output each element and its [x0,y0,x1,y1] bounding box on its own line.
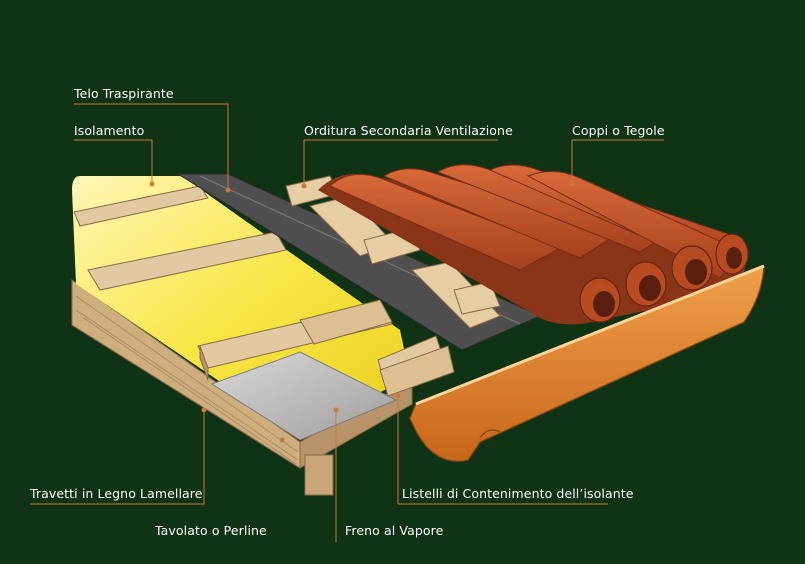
label-freno-vapore: Freno al Vapore [345,523,444,538]
label-travetti: Travetti in Legno Lamellare [30,486,203,501]
containment-battens [299,299,455,397]
label-isolamento: Isolamento [74,123,145,138]
leader-lines [30,103,664,542]
label-tavolato: Tavolato o Perline [155,523,267,538]
label-listelli: Listelli di Contenimento dell’isolante [402,486,634,501]
vapor-barrier [210,351,398,441]
label-coppi-tegole: Coppi o Tegole [572,123,665,138]
label-telo-traspirante: Telo Traspirante [74,86,174,101]
leader-dots [149,181,575,443]
gutter [409,264,765,462]
label-orditura-secondaria: Orditura Secondaria Ventilazione [304,123,513,138]
roof-tiles [318,164,749,325]
